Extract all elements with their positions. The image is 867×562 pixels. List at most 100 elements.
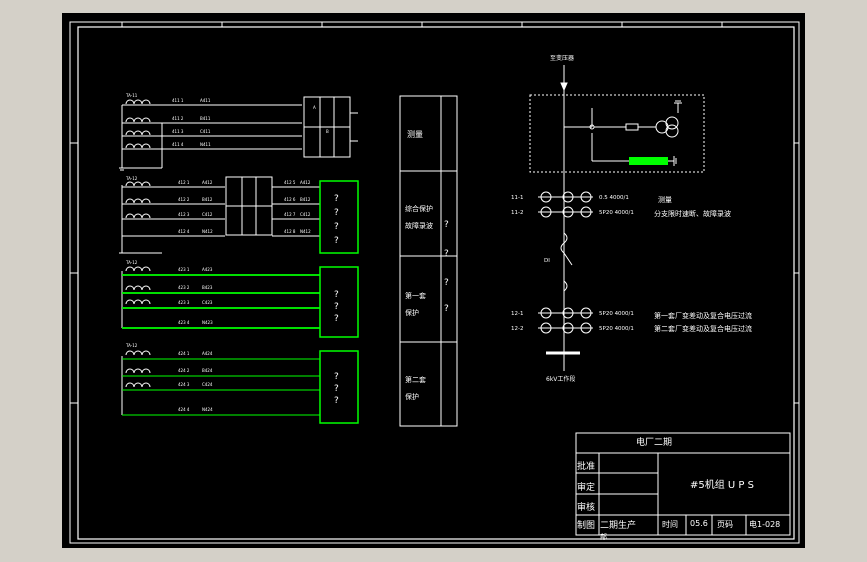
inner-frame [77, 26, 795, 540]
title-block-grid [575, 432, 791, 536]
row-review: 审核 [577, 503, 596, 513]
svg-text:N412: N412 [300, 229, 311, 234]
svg-text:综合保护: 综合保护 [405, 204, 433, 213]
svg-text:412 2: 412 2 [178, 197, 190, 202]
svg-text:423 4: 423 4 [178, 320, 190, 325]
svg-text:?: ? [334, 194, 339, 204]
svg-text:0.5 4000/1: 0.5 4000/1 [599, 195, 629, 201]
svg-text:424 1: 424 1 [178, 351, 190, 356]
outer-frame [69, 21, 800, 544]
svg-text:C424: C424 [202, 382, 213, 387]
svg-text:411 4: 411 4 [172, 142, 184, 147]
svg-text:C411: C411 [200, 129, 211, 134]
drafter-extra: 部 [600, 533, 607, 541]
svg-text:5P20 4000/1: 5P20 4000/1 [599, 311, 634, 317]
protection-box-2 [319, 266, 359, 338]
svg-text:B424: B424 [202, 368, 213, 373]
svg-text:TA-11: TA-11 [125, 93, 138, 98]
svg-text:?: ? [334, 396, 339, 406]
svg-text:A412: A412 [202, 180, 213, 185]
svg-text:B423: B423 [202, 285, 213, 290]
svg-text:412 4: 412 4 [178, 229, 190, 234]
svg-text:N424: N424 [202, 407, 213, 412]
svg-text:?: ? [444, 304, 449, 314]
ct-labels: 11-1 11-2 0.5 4000/1 5P20 4000/1 12-1 12… [511, 195, 634, 332]
svg-text:A411: A411 [200, 98, 211, 103]
svg-text:测量: 测量 [658, 196, 672, 204]
svg-text:N411: N411 [200, 142, 211, 147]
svg-text:?: ? [334, 314, 339, 324]
single-line-diagram [529, 65, 705, 371]
row-approve: 批准 [577, 462, 596, 472]
svg-text:第二套厂变差动及复合电压过流: 第二套厂变差动及复合电压过流 [654, 324, 752, 333]
svg-text:?: ? [334, 384, 339, 394]
schematic-group-3-wires [122, 274, 320, 329]
svg-text:C412: C412 [300, 212, 311, 217]
svg-text:B412: B412 [300, 197, 311, 202]
svg-text:分支限时速断、故障录波: 分支限时速断、故障录波 [654, 209, 731, 218]
svg-text:?: ? [334, 290, 339, 300]
svg-text:423 3: 423 3 [178, 300, 190, 305]
svg-text:故障录波: 故障录波 [405, 221, 433, 230]
svg-text:411 1: 411 1 [172, 98, 184, 103]
drawing-title: #5机组 U P S [690, 480, 754, 491]
svg-text:412 5: 412 5 [284, 180, 296, 185]
drawing-number: 电1-028 [749, 520, 781, 529]
drafter: 二期生产 [600, 521, 637, 531]
svg-text:11-1: 11-1 [511, 195, 523, 201]
svg-text:411 2: 411 2 [172, 116, 184, 121]
schematic-group-4-wires [122, 358, 320, 416]
svg-text:412 1: 412 1 [178, 180, 190, 185]
source-label: 至变压器 [550, 54, 574, 62]
svg-text:412 8: 412 8 [284, 229, 296, 234]
svg-text:第一套厂变差动及复合电压过流: 第一套厂变差动及复合电压过流 [654, 311, 752, 320]
svg-text:TA-12: TA-12 [125, 176, 138, 181]
svg-text:B411: B411 [200, 116, 211, 121]
svg-text:A423: A423 [202, 267, 213, 272]
svg-text:保护: 保护 [405, 392, 419, 401]
svg-text:第二套: 第二套 [405, 375, 426, 384]
svg-text:5P20 4000/1: 5P20 4000/1 [599, 326, 634, 332]
svg-text:412 7: 412 7 [284, 212, 296, 217]
protection-box-1 [319, 180, 359, 254]
pt-highlight [629, 157, 668, 165]
svg-text:12-2: 12-2 [511, 326, 523, 332]
svg-text:第一套: 第一套 [405, 291, 426, 300]
svg-text:B412: B412 [202, 197, 213, 202]
schematic-group-3-coils [121, 266, 151, 328]
svg-text:?: ? [334, 222, 339, 232]
svg-text:A412: A412 [300, 180, 311, 185]
time-value: 05.6 [690, 519, 708, 528]
svg-text:?: ? [334, 208, 339, 218]
svg-text:TA-12: TA-12 [125, 343, 138, 348]
page-label: 页码 [717, 520, 733, 529]
row-draw: 制图 [577, 521, 596, 531]
svg-text:C412: C412 [202, 212, 213, 217]
box-question-marks: ? ? ? ? ? ? ? ? ? ? [334, 194, 339, 406]
svg-text:412 6: 412 6 [284, 197, 296, 202]
schematic-group-2-labels: TA-12 412 1 A412 412 2 B412 412 3 C412 412 4… [125, 176, 311, 234]
svg-text:保护: 保护 [405, 308, 419, 317]
svg-text:12-1: 12-1 [511, 311, 523, 317]
schematic-group-2 [119, 176, 320, 254]
panel-section-labels: 综合保护 故障录波 第一套 保护 第二套 保护 [405, 204, 433, 401]
schematic-group-1 [119, 96, 358, 171]
time-label: 时间 [662, 520, 678, 529]
svg-text:C423: C423 [202, 300, 213, 305]
project-name: 电厂二期 [636, 438, 673, 448]
svg-text:412 3: 412 3 [178, 212, 190, 217]
svg-text:424 4: 424 4 [178, 407, 190, 412]
svg-text:424 2: 424 2 [178, 368, 190, 373]
svg-text:?: ? [444, 249, 449, 259]
svg-text:N412: N412 [202, 229, 213, 234]
svg-text:?: ? [334, 372, 339, 382]
schematic-group-4-coils [121, 350, 151, 415]
panel-question-marks: ? ? ? ? [444, 220, 449, 314]
svg-text:TA-12: TA-12 [125, 260, 138, 265]
svg-text:A424: A424 [202, 351, 213, 356]
busbar-label: 6kV工作段 [546, 375, 575, 383]
protection-box-3 [319, 350, 359, 424]
svg-text:5P20 4000/1: 5P20 4000/1 [599, 210, 634, 216]
